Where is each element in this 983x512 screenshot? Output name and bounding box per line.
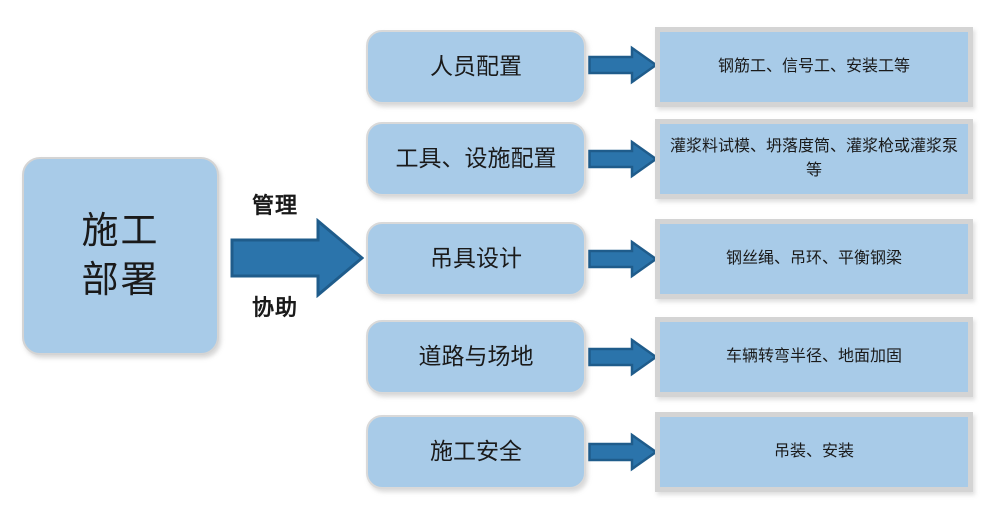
detail-box-4[interactable]: 车辆转弯半径、地面加固 — [655, 317, 973, 397]
detail-box-1-label: 钢筋工、信号工、安装工等 — [717, 58, 910, 75]
root-node-construction-deployment[interactable]: 施工 部署 — [22, 157, 219, 355]
detail-box-2[interactable]: 灌浆料试模、坍落度筒、灌浆枪或灌浆泵等 — [655, 119, 973, 199]
category-box-3-label: 吊具设计 — [430, 245, 522, 272]
main-flow-arrow-icon — [230, 218, 364, 298]
category-box-5-label: 施工安全 — [430, 438, 522, 465]
detail-box-2-label: 灌浆料试模、坍落度筒、灌浆枪或灌浆泵等 — [670, 138, 959, 179]
category-box-4-label: 道路与场地 — [418, 343, 534, 370]
detail-box-1[interactable]: 钢筋工、信号工、安装工等 — [655, 27, 973, 107]
category-box-2[interactable]: 工具、设施配置 — [366, 122, 586, 196]
detail-box-3[interactable]: 钢丝绳、吊环、平衡钢梁 — [655, 219, 973, 299]
category-box-1-label: 人员配置 — [430, 53, 522, 80]
detail-box-5-label: 吊装、安装 — [773, 443, 854, 460]
category-box-2-label: 工具、设施配置 — [395, 145, 557, 172]
connector-arrow-icon-4 — [588, 337, 658, 377]
detail-box-4-label: 车辆转弯半径、地面加固 — [725, 348, 902, 365]
root-node-label-line2: 部署 — [81, 259, 160, 300]
connector-arrow-icon-3 — [588, 239, 658, 279]
category-box-5[interactable]: 施工安全 — [366, 415, 586, 489]
detail-box-3-label: 钢丝绳、吊环、平衡钢梁 — [725, 250, 902, 267]
connector-arrow-icon-5 — [588, 432, 658, 472]
category-box-4[interactable]: 道路与场地 — [366, 320, 586, 394]
connector-arrow-icon-2 — [588, 139, 658, 179]
category-box-1[interactable]: 人员配置 — [366, 30, 586, 104]
root-node-label-line1: 施工 — [81, 210, 160, 252]
detail-box-5[interactable]: 吊装、安装 — [655, 412, 973, 492]
connector-arrow-icon-1 — [588, 45, 658, 85]
edge-label-assistance: 协助 — [252, 295, 299, 320]
category-box-3[interactable]: 吊具设计 — [366, 222, 586, 296]
edge-label-management: 管理 — [252, 193, 299, 218]
